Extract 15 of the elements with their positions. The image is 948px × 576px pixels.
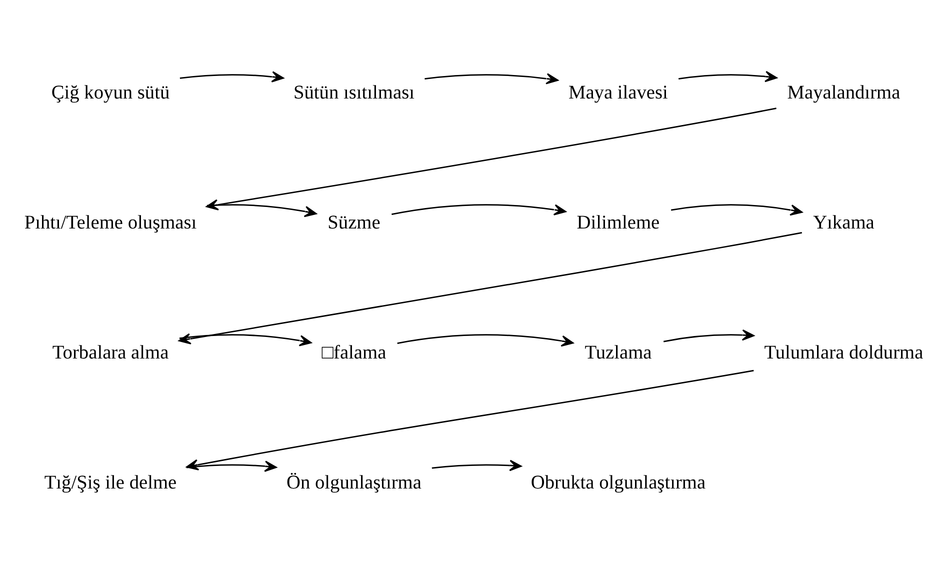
node-text: Ön olgunlaştırma (286, 472, 422, 494)
node-text: Sütün ısıtılması (293, 82, 414, 104)
node-text: Yıkama (813, 212, 874, 234)
node-text: Dilimleme (576, 212, 660, 234)
node-text: Mayalandırma (787, 82, 900, 104)
node-text: Obrukta olgunlaştırma (530, 472, 706, 494)
node-text: Çiğ koyun sütü (51, 82, 170, 104)
node-text: Tığ/Şiş ile delme (44, 472, 177, 494)
node-text: Tuzlama (584, 342, 652, 364)
node-text: Pıhtı/Teleme oluşması (24, 212, 197, 234)
node-text: □falama (322, 342, 386, 364)
node-text: Maya ilavesi (568, 82, 668, 104)
node-text: Tulumlara doldurma (764, 342, 924, 364)
node-text: Torbalara alma (52, 342, 169, 364)
node-text: Süzme (328, 212, 380, 234)
